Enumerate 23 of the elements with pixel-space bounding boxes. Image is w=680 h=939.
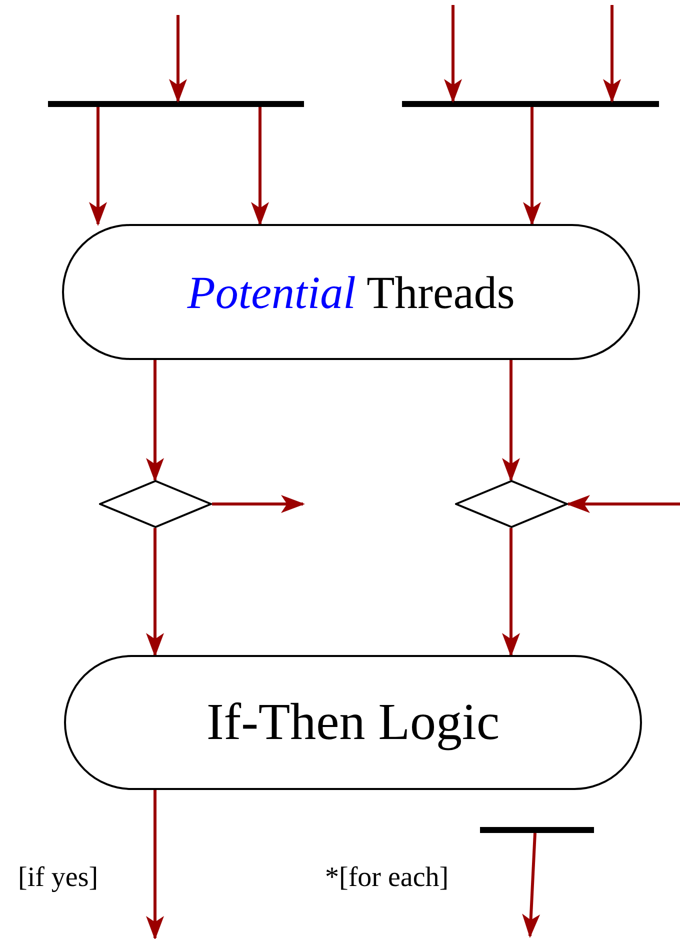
arrow [146, 360, 164, 482]
guard-label: [if yes] [18, 862, 98, 894]
arrow [212, 495, 305, 513]
arrow [502, 528, 520, 657]
arrow [146, 790, 164, 939]
arrow [444, 5, 462, 103]
arrow [502, 360, 520, 482]
decision-diamond [99, 480, 212, 528]
synchronization-bar [480, 827, 594, 833]
decision-diamond [455, 480, 568, 528]
guard-label: *[for each] [325, 862, 449, 894]
arrow [89, 107, 107, 226]
activity-box: If-Then Logic [64, 655, 642, 790]
synchronization-bar [48, 101, 304, 107]
arrow [146, 528, 164, 657]
arrow [169, 15, 187, 103]
arrow [523, 107, 541, 226]
synchronization-bar [402, 101, 659, 107]
arrow [603, 5, 621, 103]
arrow [522, 832, 540, 938]
activity-box: Potential Threads [62, 224, 640, 360]
arrow [566, 495, 680, 513]
arrow [251, 107, 269, 226]
